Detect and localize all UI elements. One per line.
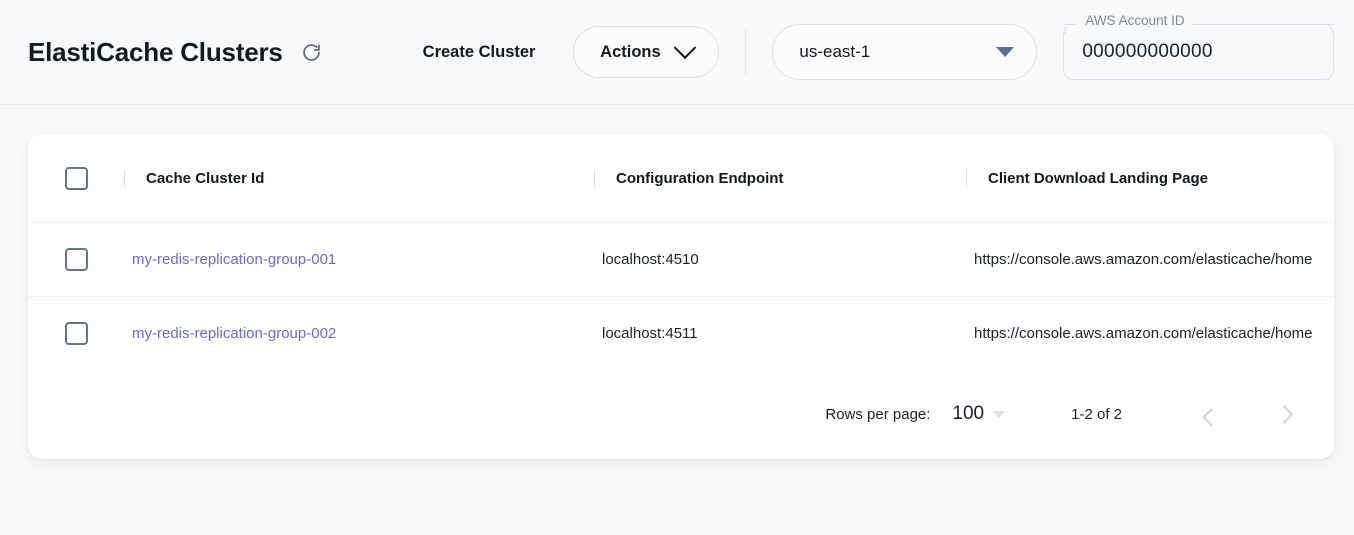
cell-client-download-landing-page: https://console.aws.amazon.com/elasticac… bbox=[966, 296, 1334, 370]
configuration-endpoint-value: localhost:4511 bbox=[602, 325, 698, 342]
cell-cluster-id: my-redis-replication-group-001 bbox=[124, 222, 594, 297]
client-download-landing-page-value: https://console.aws.amazon.com/elasticac… bbox=[974, 325, 1313, 342]
region-select[interactable]: us-east-1 bbox=[772, 24, 1038, 80]
pagination-previous-button[interactable] bbox=[1196, 399, 1226, 429]
header-divider bbox=[745, 28, 747, 76]
pagination: Rows per page: 100 1-2 of 2 bbox=[28, 369, 1334, 459]
title-group: ElastiCache Clusters bbox=[28, 37, 327, 68]
chevron-down-icon bbox=[673, 36, 697, 60]
aws-account-id-label: AWS Account ID bbox=[1080, 13, 1190, 28]
cell-cluster-id: my-redis-replication-group-002 bbox=[124, 296, 594, 370]
cluster-id-link[interactable]: my-redis-replication-group-002 bbox=[132, 325, 337, 342]
rows-per-page-chevron-down-icon[interactable] bbox=[993, 410, 1006, 418]
column-header-configuration-endpoint-label: Configuration Endpoint bbox=[594, 170, 966, 187]
table-header: Cache Cluster Id Configuration Endpoint … bbox=[28, 134, 1334, 223]
aws-account-id-field[interactable]: AWS Account ID 000000000000 bbox=[1063, 13, 1334, 80]
clusters-card: Cache Cluster Id Configuration Endpoint … bbox=[28, 134, 1334, 459]
actions-button[interactable]: Actions bbox=[573, 26, 720, 78]
page-title: ElastiCache Clusters bbox=[28, 36, 283, 67]
app-header: ElastiCache Clusters Create Cluster Acti… bbox=[0, 0, 1354, 105]
pagination-range: 1-2 of 2 bbox=[1071, 405, 1122, 423]
row-checkbox[interactable] bbox=[64, 248, 88, 271]
aws-account-id-value: 000000000000 bbox=[1082, 40, 1213, 62]
select-all-checkbox[interactable] bbox=[64, 166, 88, 190]
account-field-corner-right bbox=[1322, 24, 1333, 34]
account-field-corner-left bbox=[1064, 24, 1075, 34]
select-all-wrap bbox=[28, 166, 124, 190]
table-body: my-redis-replication-group-001 localhost… bbox=[28, 222, 1334, 370]
cluster-id-link[interactable]: my-redis-replication-group-001 bbox=[132, 251, 337, 268]
chevron-right-icon bbox=[1274, 404, 1293, 424]
cell-client-download-landing-page: https://console.aws.amazon.com/elasticac… bbox=[966, 222, 1334, 297]
region-select-value: us-east-1 bbox=[799, 42, 871, 61]
actions-button-label: Actions bbox=[600, 42, 661, 61]
row-select-wrap bbox=[28, 322, 124, 345]
pagination-next-button[interactable] bbox=[1270, 399, 1300, 429]
column-header-cluster-id[interactable]: Cache Cluster Id bbox=[124, 134, 594, 223]
table-row[interactable]: my-redis-replication-group-001 localhost… bbox=[28, 222, 1334, 297]
column-header-cluster-id-label: Cache Cluster Id bbox=[124, 170, 594, 187]
clusters-table: Cache Cluster Id Configuration Endpoint … bbox=[28, 134, 1334, 370]
row-checkbox[interactable] bbox=[64, 322, 88, 345]
rows-per-page-value[interactable]: 100 bbox=[952, 403, 985, 424]
cell-configuration-endpoint: localhost:4511 bbox=[594, 296, 966, 370]
rows-per-page-label: Rows per page: bbox=[825, 405, 931, 423]
row-select-wrap bbox=[28, 248, 124, 271]
configuration-endpoint-value: localhost:4510 bbox=[602, 251, 699, 268]
chevron-left-icon bbox=[1201, 407, 1221, 427]
client-download-landing-page-value: https://console.aws.amazon.com/elasticac… bbox=[974, 251, 1313, 268]
create-cluster-button[interactable]: Create Cluster bbox=[422, 42, 536, 61]
triangle-down-icon bbox=[996, 47, 1015, 57]
column-header-client-download-landing-page[interactable]: Client Download Landing Page bbox=[966, 134, 1334, 223]
select-all-header bbox=[28, 134, 124, 223]
column-header-client-download-landing-page-label: Client Download Landing Page bbox=[966, 170, 1334, 187]
table-row[interactable]: my-redis-replication-group-002 localhost… bbox=[28, 296, 1334, 370]
row-select-cell bbox=[28, 296, 124, 370]
refresh-icon[interactable] bbox=[297, 37, 327, 67]
column-header-configuration-endpoint[interactable]: Configuration Endpoint bbox=[594, 134, 966, 223]
cell-configuration-endpoint: localhost:4510 bbox=[594, 222, 966, 297]
table-header-row: Cache Cluster Id Configuration Endpoint … bbox=[28, 134, 1334, 223]
row-select-cell bbox=[28, 222, 124, 297]
